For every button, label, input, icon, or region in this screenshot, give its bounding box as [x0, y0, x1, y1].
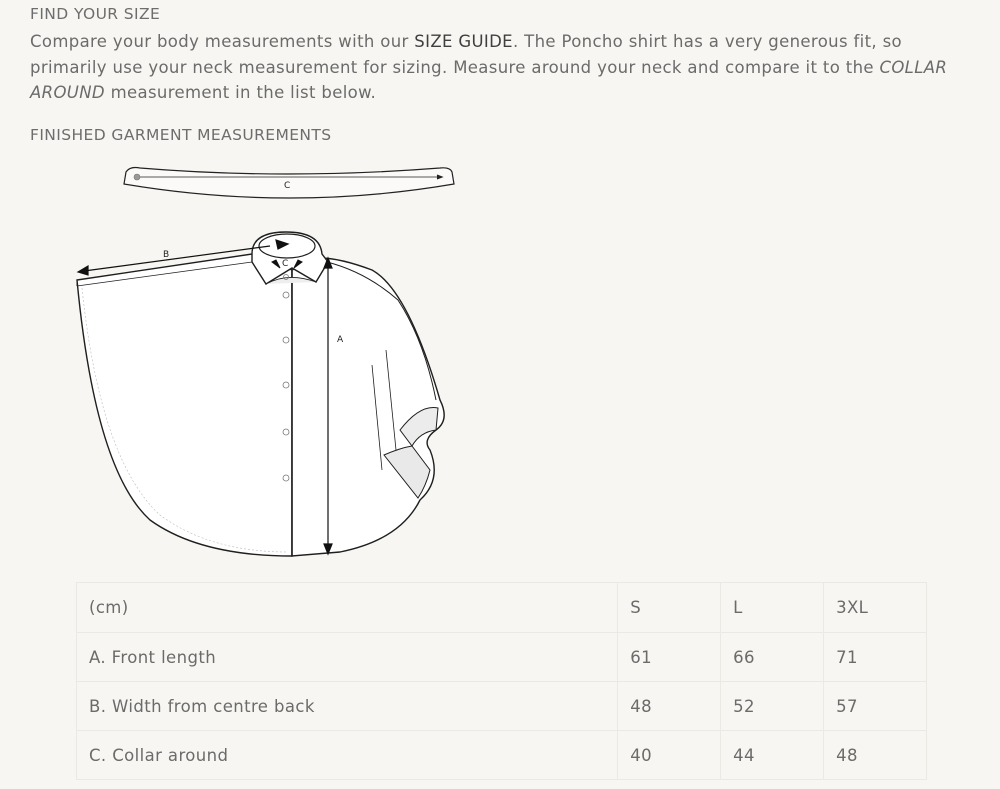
- size-header-3xl: 3XL: [823, 582, 927, 633]
- cell-value: 61: [617, 632, 722, 682]
- poncho-shirt-illustration: C: [60, 160, 480, 570]
- svg-text:C: C: [284, 181, 290, 191]
- find-your-size-heading: FIND YOUR SIZE: [30, 5, 161, 23]
- table-row: A. Front length 61 66 71: [75, 632, 927, 682]
- measurement-c-arrows: [271, 259, 303, 269]
- unit-header: (cm): [75, 582, 619, 633]
- intro-part-2: . The Poncho shirt has a very generous f…: [30, 32, 902, 77]
- table-row: C. Collar around 40 44 48: [75, 730, 927, 780]
- row-label: C. Collar around: [75, 730, 619, 780]
- shirt-body-drawing: [76, 231, 445, 557]
- svg-text:A: A: [337, 335, 344, 345]
- table-header-row: (cm) S L 3XL: [75, 582, 927, 633]
- measurement-a-arrow: [323, 256, 333, 556]
- intro-part-3: measurement in the list below.: [104, 83, 377, 102]
- svg-text:B: B: [163, 250, 169, 260]
- measurement-b-arrow: [76, 239, 290, 276]
- cell-value: 57: [823, 681, 927, 731]
- garment-measurements-table: (cm) S L 3XL A. Front length 61 66 71 B.…: [75, 582, 927, 780]
- table-row: B. Width from centre back 48 52 57: [75, 681, 927, 731]
- cell-value: 48: [823, 730, 927, 780]
- cell-value: 40: [617, 730, 722, 780]
- row-label: B. Width from centre back: [75, 681, 619, 731]
- cell-value: 52: [720, 681, 825, 731]
- collar-around-emphasis: COLLAR AROUND: [30, 57, 948, 103]
- row-label: A. Front length: [75, 632, 619, 682]
- shirt-buttons: [282, 274, 290, 482]
- cell-value: 44: [720, 730, 825, 780]
- intro-part-1: Compare your body measurements with our: [30, 32, 415, 51]
- finished-garment-measurements-heading: FINISHED GARMENT MEASUREMENTS: [30, 126, 332, 144]
- cell-value: 71: [823, 632, 927, 682]
- shirt-diagram-icon: C: [76, 166, 455, 557]
- svg-text:C: C: [282, 259, 288, 269]
- size-intro-text: Compare your body measurements with our …: [30, 29, 980, 106]
- cell-value: 66: [720, 632, 825, 682]
- size-header-s: S: [617, 582, 722, 633]
- collar-band-drawing: [123, 166, 455, 199]
- size-guide-link[interactable]: SIZE GUIDE: [414, 32, 513, 51]
- cell-value: 48: [617, 681, 722, 731]
- size-header-l: L: [720, 582, 825, 633]
